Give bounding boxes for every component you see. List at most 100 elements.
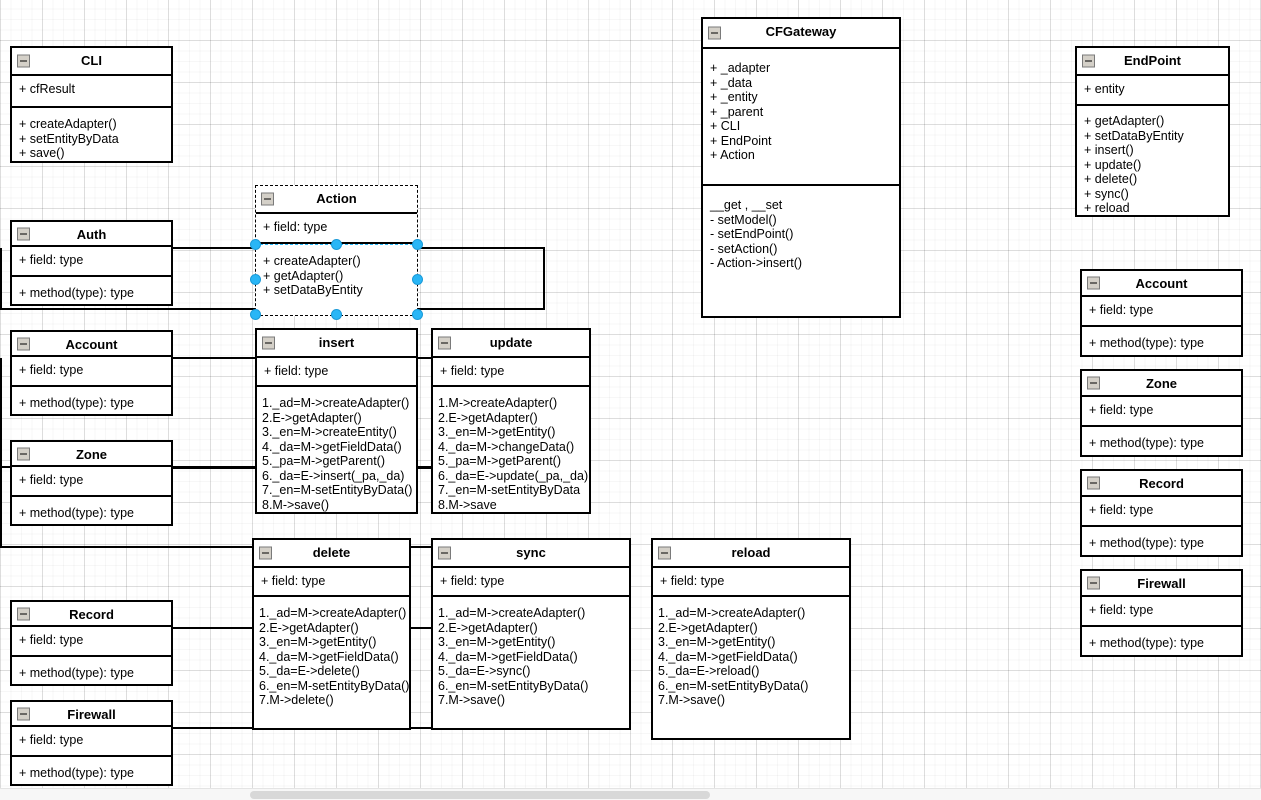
class-box-endpoint[interactable]: EndPoint + entity + getAdapter() + setDa… <box>1075 46 1230 217</box>
minus-box-icon[interactable] <box>259 546 272 560</box>
minus-box-icon[interactable] <box>1087 276 1100 290</box>
selection-handle-s[interactable] <box>331 309 342 320</box>
attributes-compartment[interactable]: + _adapter + _data + _entity + _parent +… <box>703 49 899 186</box>
minus-box-icon[interactable] <box>17 337 30 350</box>
methods-compartment[interactable]: + method(type): type <box>12 387 171 417</box>
class-title-bar[interactable]: Firewall <box>1082 571 1241 597</box>
minus-box-icon[interactable] <box>708 26 721 40</box>
selection-handle-nw[interactable] <box>250 239 261 250</box>
class-box-account-left[interactable]: Account + field: type + method(type): ty… <box>10 330 173 416</box>
selection-handle-e[interactable] <box>412 274 423 285</box>
class-title-bar[interactable]: Zone <box>1082 371 1241 397</box>
attributes-compartment[interactable]: + field: type <box>12 627 171 657</box>
methods-compartment[interactable]: + method(type): type <box>1082 527 1241 557</box>
class-title-bar[interactable]: EndPoint <box>1077 48 1228 76</box>
class-title-bar[interactable]: Action <box>256 186 417 214</box>
class-box-zone-left[interactable]: Zone + field: type + method(type): type <box>10 440 173 526</box>
attributes-compartment[interactable]: + field: type <box>254 568 409 597</box>
attributes-compartment[interactable]: + cfResult <box>12 76 171 108</box>
attributes-compartment[interactable]: + field: type <box>1082 397 1241 427</box>
minus-box-icon[interactable] <box>1087 376 1100 390</box>
methods-compartment[interactable]: + method(type): type <box>12 757 171 787</box>
attributes-compartment[interactable]: + field: type <box>433 568 629 597</box>
attributes-compartment[interactable]: + field: type <box>257 358 416 387</box>
methods-compartment[interactable]: 1._ad=M->createAdapter() 2.E->getAdapter… <box>254 597 409 714</box>
class-box-cfgateway[interactable]: CFGateway + _adapter + _data + _entity +… <box>701 17 901 318</box>
selection-handle-sw[interactable] <box>250 309 261 320</box>
attributes-compartment[interactable]: + field: type <box>1082 297 1241 327</box>
class-box-delete[interactable]: delete + field: type 1._ad=M->createAdap… <box>252 538 411 730</box>
attributes-compartment[interactable]: + field: type <box>1082 597 1241 627</box>
attributes-compartment[interactable]: + field: type <box>653 568 849 597</box>
minus-box-icon[interactable] <box>17 607 30 620</box>
class-box-firewall-left[interactable]: Firewall + field: type + method(type): t… <box>10 700 173 786</box>
attributes-compartment[interactable]: + field: type <box>433 358 589 387</box>
class-box-action[interactable]: Action + field: type + createAdapter() +… <box>255 185 418 316</box>
minus-box-icon[interactable] <box>17 447 30 460</box>
attributes-compartment[interactable]: + entity <box>1077 76 1228 106</box>
selection-handle-w[interactable] <box>250 274 261 285</box>
class-box-record-right[interactable]: Record + field: type + method(type): typ… <box>1080 469 1243 557</box>
class-title-bar[interactable]: Record <box>12 602 171 627</box>
class-title-bar[interactable]: Record <box>1082 471 1241 497</box>
minus-box-icon[interactable] <box>17 227 30 240</box>
attributes-compartment[interactable]: + field: type <box>1082 497 1241 527</box>
attributes-compartment[interactable]: + field: type <box>12 247 171 277</box>
methods-compartment[interactable]: 1.M->createAdapter() 2.E->getAdapter() 3… <box>433 387 589 518</box>
class-title-bar[interactable]: sync <box>433 540 629 568</box>
class-box-firewall-right[interactable]: Firewall + field: type + method(type): t… <box>1080 569 1243 657</box>
methods-compartment[interactable]: + method(type): type <box>1082 327 1241 357</box>
class-title-bar[interactable]: delete <box>254 540 409 568</box>
methods-compartment[interactable]: 1._ad=M->createAdapter() 2.E->getAdapter… <box>433 597 629 714</box>
class-title-bar[interactable]: insert <box>257 330 416 358</box>
minus-box-icon[interactable] <box>262 336 275 350</box>
class-title-bar[interactable]: Zone <box>12 442 171 467</box>
class-box-zone-right[interactable]: Zone + field: type + method(type): type <box>1080 369 1243 457</box>
class-box-record-left[interactable]: Record + field: type + method(type): typ… <box>10 600 173 686</box>
class-box-cli[interactable]: CLI + cfResult + createAdapter() + setEn… <box>10 46 173 163</box>
methods-compartment[interactable]: + method(type): type <box>1082 627 1241 657</box>
minus-box-icon[interactable] <box>1087 576 1100 590</box>
methods-compartment[interactable]: + method(type): type <box>1082 427 1241 457</box>
minus-box-icon[interactable] <box>261 192 274 206</box>
minus-box-icon[interactable] <box>1087 476 1100 490</box>
class-box-auth-left[interactable]: Auth + field: type + method(type): type <box>10 220 173 306</box>
methods-compartment[interactable]: + method(type): type <box>12 657 171 687</box>
horizontal-scrollbar[interactable] <box>0 788 1261 800</box>
class-title-bar[interactable]: Firewall <box>12 702 171 727</box>
minus-box-icon[interactable] <box>438 546 451 560</box>
class-title-bar[interactable]: reload <box>653 540 849 568</box>
class-title-bar[interactable]: Account <box>1082 271 1241 297</box>
methods-compartment[interactable]: __get , __set - setModel() - setEndPoint… <box>703 186 899 277</box>
class-title-bar[interactable]: Account <box>12 332 171 357</box>
methods-compartment[interactable]: + createAdapter() + setEntityByData + sa… <box>12 108 171 167</box>
class-box-account-right[interactable]: Account + field: type + method(type): ty… <box>1080 269 1243 357</box>
minus-box-icon[interactable] <box>1082 54 1095 68</box>
methods-compartment[interactable]: + method(type): type <box>12 497 171 527</box>
class-title-bar[interactable]: update <box>433 330 589 358</box>
methods-compartment[interactable]: + createAdapter() + getAdapter() + setDa… <box>256 244 417 304</box>
selection-handle-ne[interactable] <box>412 239 423 250</box>
class-title-bar[interactable]: Auth <box>12 222 171 247</box>
class-box-update[interactable]: update + field: type 1.M->createAdapter(… <box>431 328 591 514</box>
class-title-bar[interactable]: CLI <box>12 48 171 76</box>
methods-compartment[interactable]: + getAdapter() + setDataByEntity + inser… <box>1077 106 1228 222</box>
attributes-compartment[interactable]: + field: type <box>12 727 171 757</box>
attributes-compartment[interactable]: + field: type <box>12 357 171 387</box>
minus-box-icon[interactable] <box>17 707 30 720</box>
minus-box-icon[interactable] <box>438 336 451 350</box>
class-box-sync[interactable]: sync + field: type 1._ad=M->createAdapte… <box>431 538 631 730</box>
minus-box-icon[interactable] <box>658 546 671 560</box>
class-title-bar[interactable]: CFGateway <box>703 19 899 49</box>
selection-handle-n[interactable] <box>331 239 342 250</box>
selection-handle-se[interactable] <box>412 309 423 320</box>
attributes-compartment[interactable]: + field: type <box>12 467 171 497</box>
minus-box-icon[interactable] <box>17 54 30 68</box>
methods-compartment[interactable]: 1._ad=M->createAdapter() 2.E->getAdapter… <box>653 597 849 714</box>
horizontal-scrollbar-thumb[interactable] <box>250 791 710 799</box>
class-box-reload[interactable]: reload + field: type 1._ad=M->createAdap… <box>651 538 851 740</box>
methods-compartment[interactable]: 1._ad=M->createAdapter() 2.E->getAdapter… <box>257 387 416 518</box>
methods-compartment[interactable]: + method(type): type <box>12 277 171 307</box>
class-box-insert[interactable]: insert + field: type 1._ad=M->createAdap… <box>255 328 418 514</box>
